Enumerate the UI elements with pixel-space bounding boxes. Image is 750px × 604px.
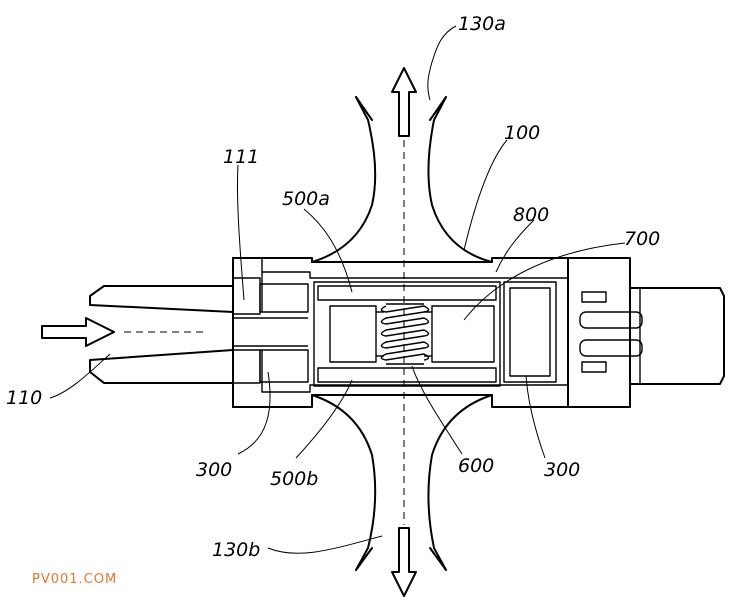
housing-body [232, 257, 569, 408]
magnet-right-700 [431, 305, 495, 363]
valve-plate-500a [317, 285, 497, 301]
label-800: 800 [513, 204, 549, 226]
left-seal-300 [232, 345, 309, 384]
right-seal-300 [503, 281, 557, 383]
lower-outlet-channel [311, 394, 493, 571]
magnet-left [329, 305, 377, 363]
label-130a: 130a [458, 13, 506, 35]
flow-arrow-down [391, 527, 417, 597]
watermark: PV001.COM [32, 572, 117, 587]
label-300-right: 300 [544, 459, 580, 481]
label-130b: 130b [212, 539, 260, 561]
valve-plate-500b [317, 367, 497, 383]
label-300-left: 300 [196, 459, 232, 481]
leader-lines [49, 25, 626, 554]
label-111: 111 [223, 146, 259, 168]
label-700: 700 [624, 228, 660, 250]
coil-spring-600 [380, 303, 430, 365]
connector-plug [567, 257, 725, 408]
flow-arrow-up [391, 67, 417, 137]
label-100: 100 [504, 122, 540, 144]
label-500a: 500a [282, 188, 330, 210]
flow-arrow-inlet [41, 317, 115, 347]
valve-core [313, 281, 501, 387]
label-500b: 500b [270, 468, 318, 490]
label-110: 110 [6, 387, 42, 409]
inlet-nozzle [89, 285, 234, 384]
label-600: 600 [458, 455, 494, 477]
inlet-sleeve-111 [232, 277, 309, 319]
upper-outlet-channel [311, 96, 493, 263]
